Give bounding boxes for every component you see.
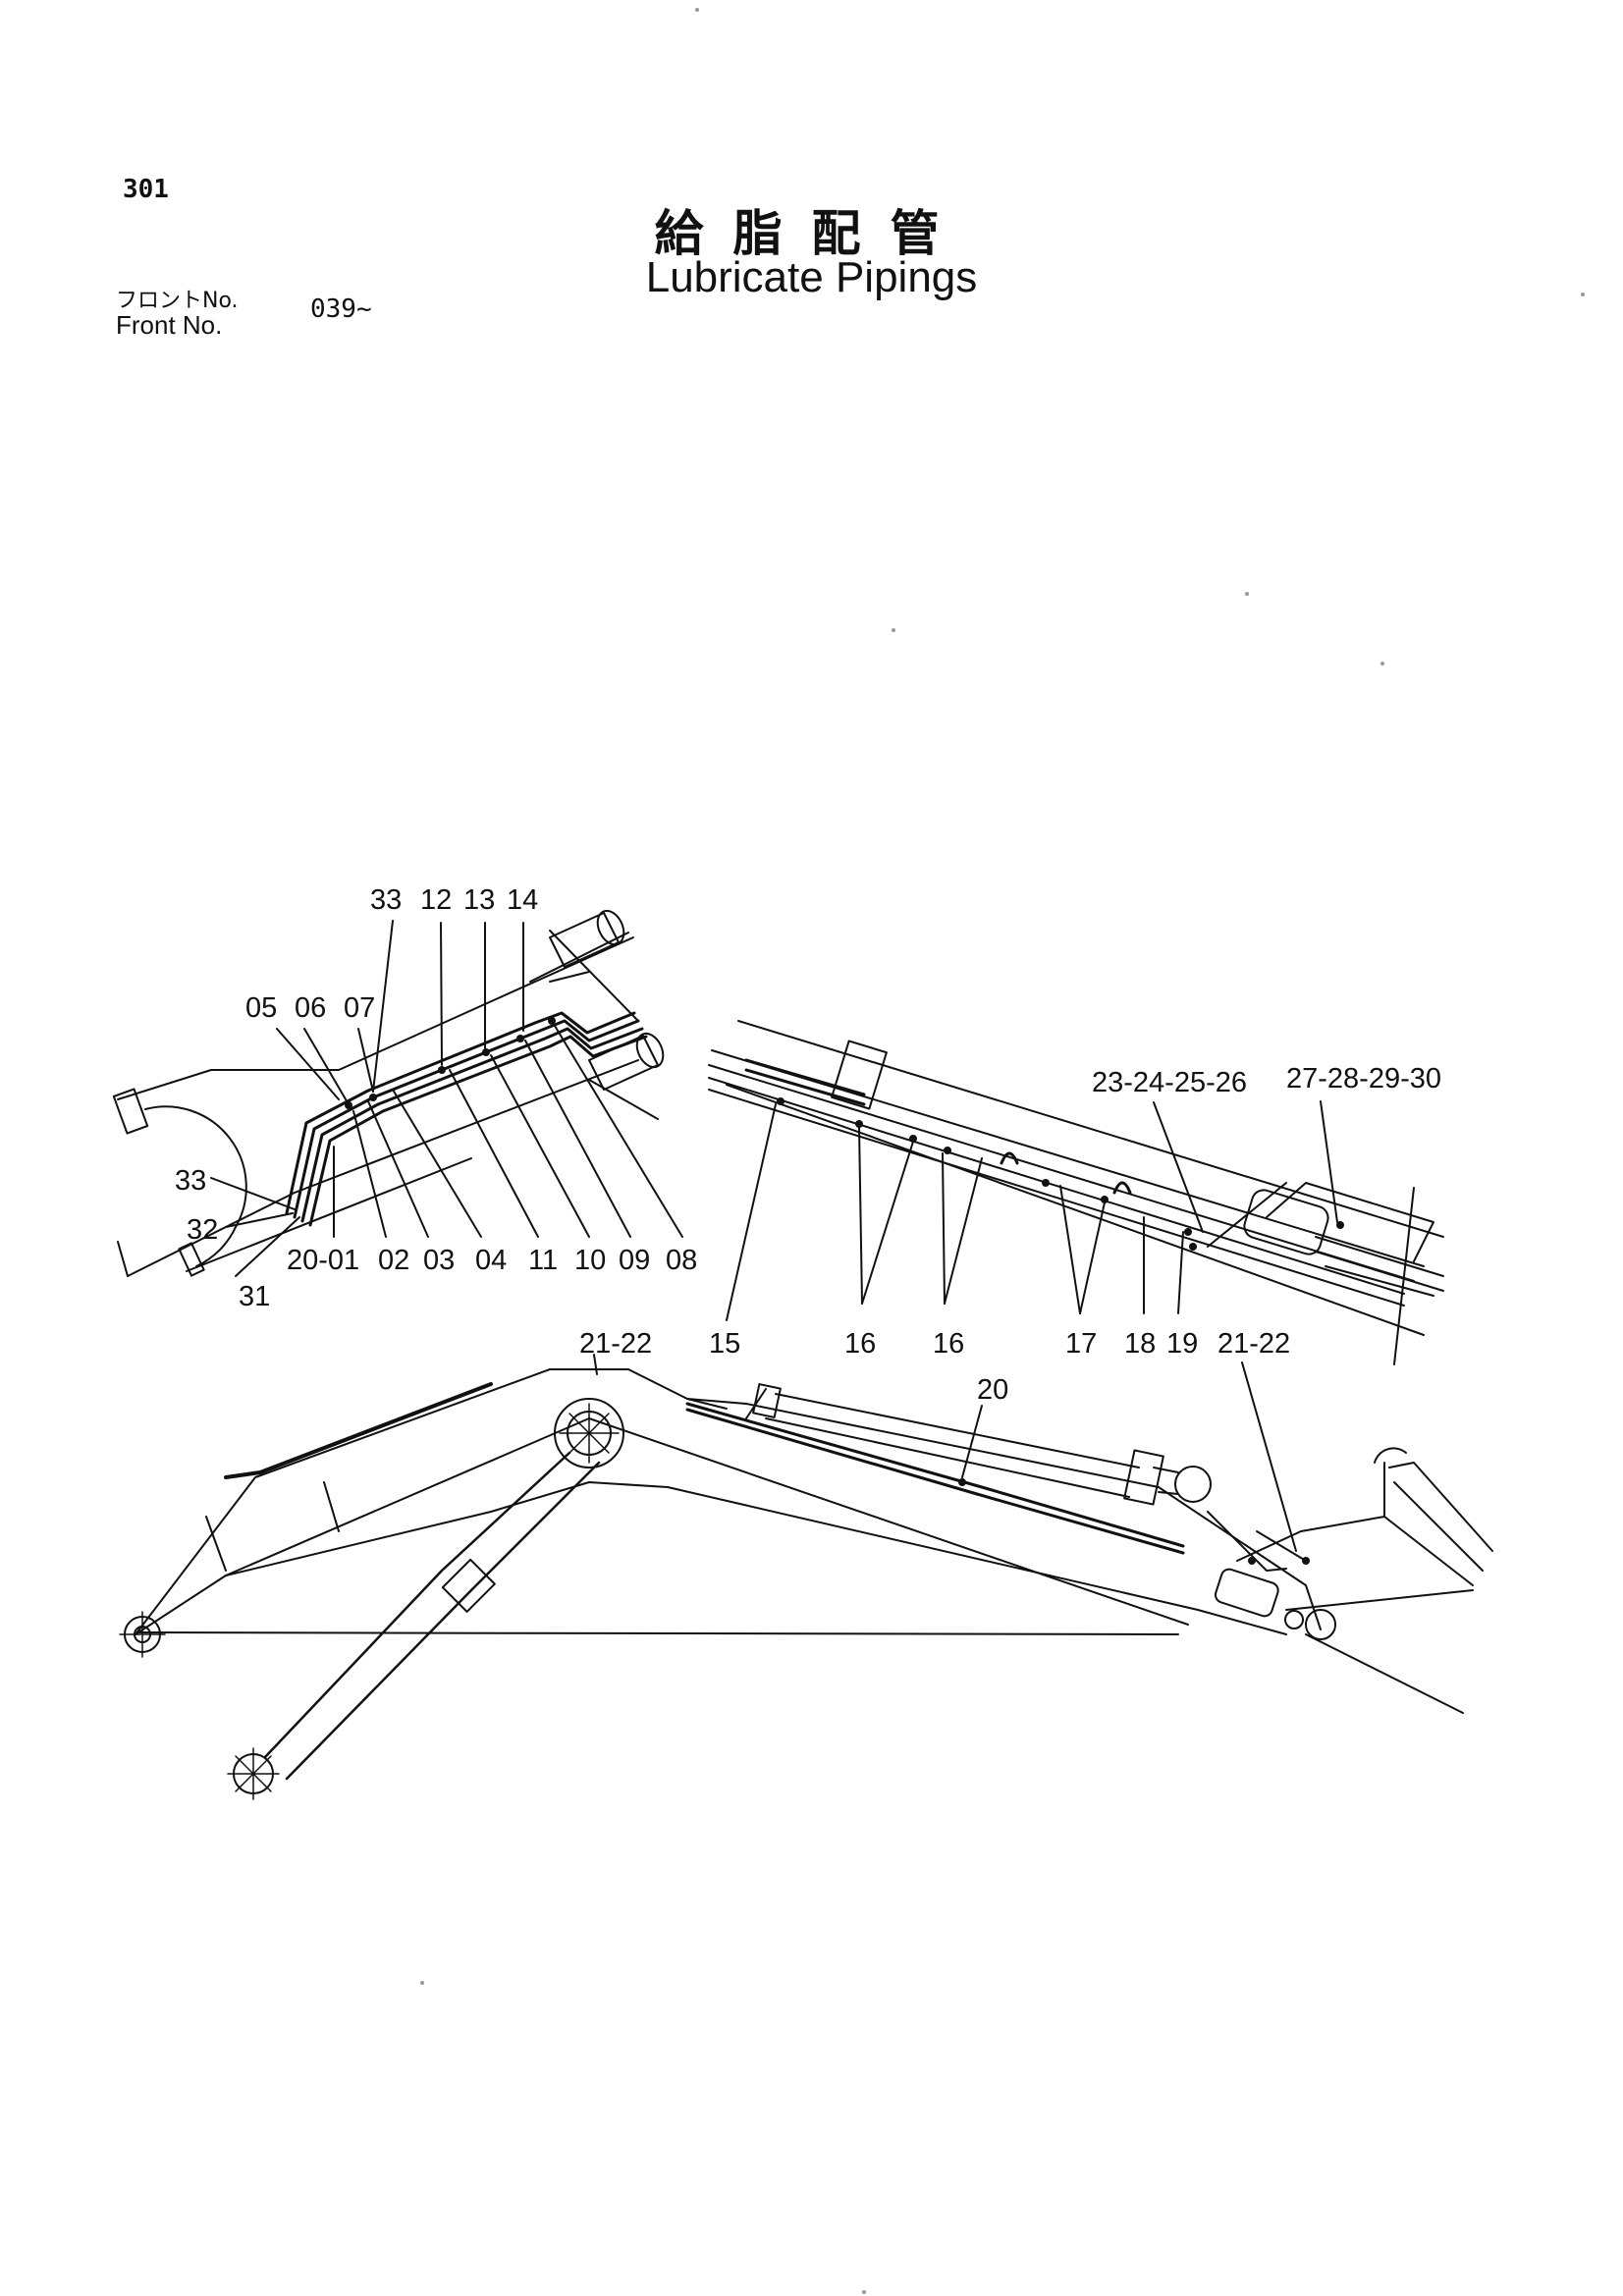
callout-17: 17	[1065, 1328, 1097, 1360]
callout-19: 19	[1166, 1328, 1198, 1360]
callout-33-left: 33	[175, 1165, 206, 1197]
callout-labels: 33 12 13 14 05 06 07 33 32 31 20-01 02 0…	[175, 884, 1441, 1406]
callout-16-a: 16	[844, 1328, 876, 1360]
callout-32: 32	[187, 1214, 218, 1246]
callout-14: 14	[507, 884, 538, 916]
callout-04: 04	[475, 1245, 507, 1276]
callout-15: 15	[709, 1328, 740, 1360]
callout-11: 11	[528, 1245, 558, 1276]
callout-23-24-25-26: 23-24-25-26	[1092, 1067, 1247, 1098]
title-english: Lubricate Pipings	[645, 253, 978, 301]
callout-27-28-29-30: 27-28-29-30	[1286, 1063, 1441, 1095]
callout-20-01: 20-01	[287, 1245, 359, 1276]
callout-08: 08	[666, 1245, 697, 1276]
callout-13: 13	[463, 884, 495, 916]
callout-07: 07	[344, 992, 375, 1024]
front-number-label-japanese: フロントNo.	[116, 289, 239, 313]
boom-assembly	[119, 1354, 1493, 1800]
callout-20: 20	[977, 1374, 1008, 1406]
page-number: 301	[123, 175, 169, 204]
front-number-value: 039~	[310, 294, 372, 324]
title-japanese: 給脂配管	[654, 205, 969, 262]
callout-05: 05	[245, 992, 277, 1024]
detail-arm-piping	[112, 909, 683, 1277]
callout-02: 02	[378, 1245, 409, 1276]
callout-21-22-left: 21-22	[579, 1328, 652, 1360]
callout-10: 10	[574, 1245, 606, 1276]
callout-33-top: 33	[370, 884, 402, 916]
callout-12: 12	[420, 884, 452, 916]
detail-boom-piping	[708, 1020, 1444, 1365]
callout-03: 03	[423, 1245, 455, 1276]
front-number-label-english: Front No.	[116, 310, 223, 340]
callout-31: 31	[239, 1281, 270, 1312]
scan-dots	[420, 8, 1585, 2294]
callout-06: 06	[295, 992, 326, 1024]
callout-16-b: 16	[933, 1328, 964, 1360]
callout-09: 09	[619, 1245, 650, 1276]
callout-18: 18	[1124, 1328, 1156, 1360]
callout-21-22-right: 21-22	[1217, 1328, 1290, 1360]
